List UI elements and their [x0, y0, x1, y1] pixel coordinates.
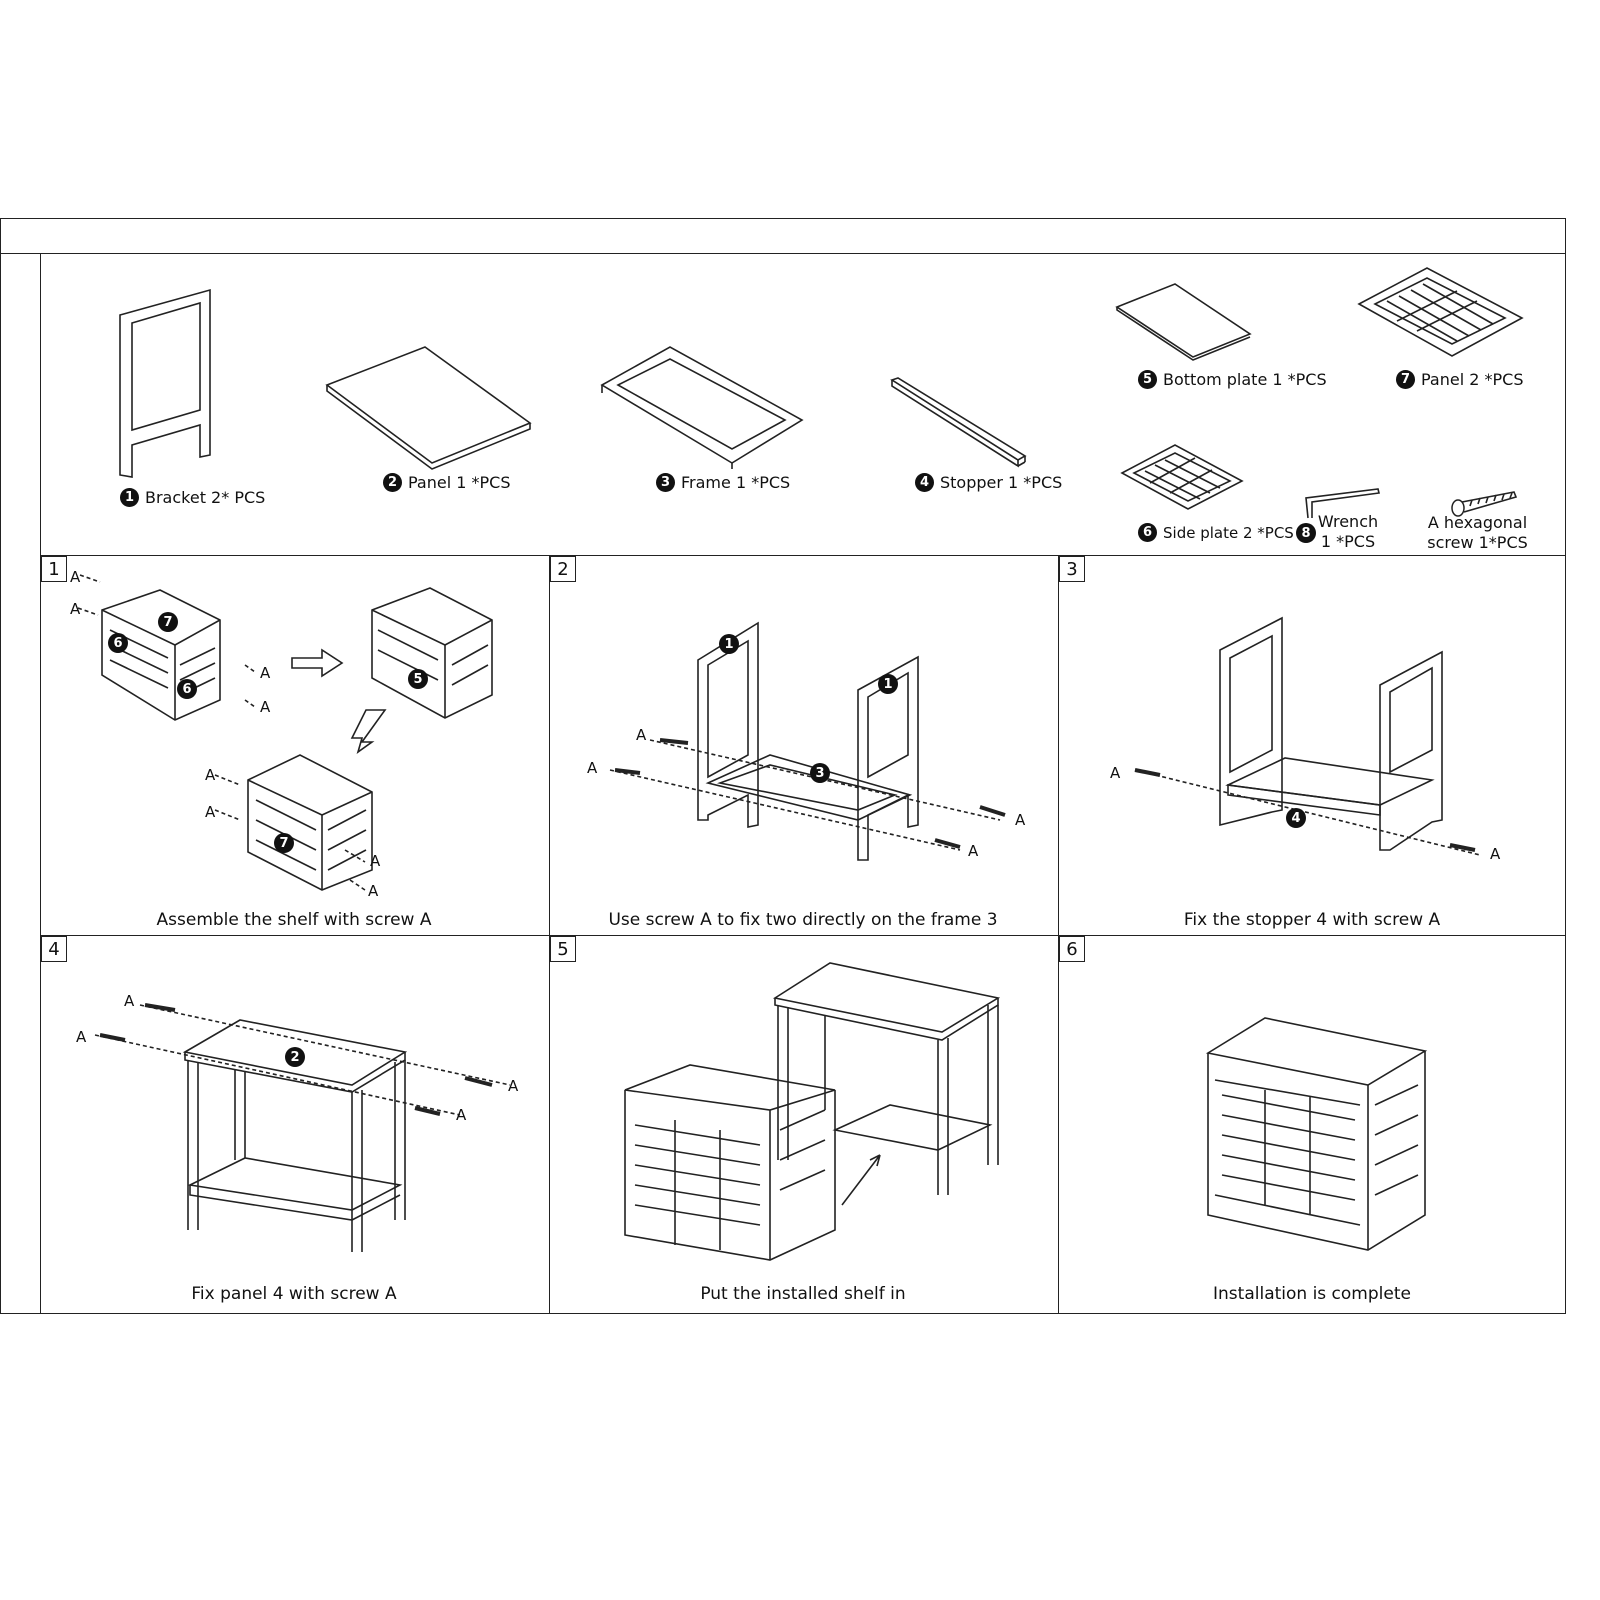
- screw-label: A: [260, 664, 271, 682]
- left-margin-divider: [40, 253, 41, 1314]
- screw-label: A: [124, 992, 135, 1010]
- part-panel-2: 7 Panel 2 *PCS: [1396, 370, 1524, 389]
- screw-label: A: [968, 842, 979, 860]
- step6-drawing: [1205, 1017, 1428, 1251]
- screw-label: A: [587, 759, 598, 777]
- step-caption: Fix panel 4 with screw A: [191, 1284, 397, 1304]
- column-divider: [549, 555, 550, 1314]
- part-number-badge: 4: [1286, 808, 1306, 828]
- part-number-badge: 4: [915, 473, 934, 492]
- part-label: A hexagonal: [1427, 513, 1528, 532]
- part-number-badge: 1: [719, 634, 739, 654]
- part-side-plate: 6 Side plate 2 *PCS: [1138, 523, 1294, 542]
- part-stopper: 4 Stopper 1 *PCS: [915, 473, 1062, 492]
- part-bracket: 1 Bracket 2* PCS: [120, 488, 265, 507]
- screw-label: A: [456, 1106, 467, 1124]
- column-divider: [1058, 555, 1059, 1314]
- part-label: Side plate 2 *PCS: [1163, 523, 1294, 542]
- part-number-badge: 7: [1396, 370, 1415, 389]
- step-number: 3: [1059, 556, 1085, 582]
- screw-label: A: [205, 766, 216, 784]
- step-caption: Assemble the shelf with screw A: [156, 910, 432, 930]
- step-number: 2: [550, 556, 576, 582]
- screw-label: A: [70, 568, 81, 586]
- part-number-badge: 2: [383, 473, 402, 492]
- step2-drawing: [609, 621, 1006, 861]
- part-label: Wrench: [1317, 512, 1379, 531]
- screw-label: A: [636, 726, 647, 744]
- part-number-badge: 7: [274, 833, 294, 853]
- step-caption: Fix the stopper 4 with screw A: [1183, 910, 1441, 930]
- part-label: Panel 2 *PCS: [1421, 370, 1524, 389]
- part-number-badge: 3: [810, 763, 830, 783]
- screw-label: A: [508, 1077, 519, 1095]
- screw-label: A: [205, 803, 216, 821]
- screw-label: A: [76, 1028, 87, 1046]
- part-number-badge: 2: [285, 1047, 305, 1067]
- part-number-badge: 1: [120, 488, 139, 507]
- step4-drawing: [94, 1003, 511, 1252]
- part-number-badge: 5: [1138, 370, 1157, 389]
- screw-label: A: [260, 698, 271, 716]
- part-panel: 2 Panel 1 *PCS: [383, 473, 511, 492]
- step-number: 4: [41, 936, 67, 962]
- screw-label: A: [370, 852, 381, 870]
- part-frame: 3 Frame 1 *PCS: [656, 473, 790, 492]
- bottom-plate-drawing: [1115, 283, 1252, 361]
- part-bottom-plate: 5 Bottom plate 1 *PCS: [1138, 370, 1327, 389]
- part-number-badge: 1: [878, 674, 898, 694]
- header-divider: [0, 253, 1566, 254]
- part-label: Frame 1 *PCS: [681, 473, 791, 492]
- part-number-badge: 3: [656, 473, 675, 492]
- screw-label: A: [1490, 845, 1501, 863]
- part-number-badge: 5: [408, 669, 428, 689]
- screw-label: A: [368, 882, 379, 900]
- step-number: 6: [1059, 936, 1085, 962]
- step-caption: Put the installed shelf in: [700, 1284, 906, 1304]
- step-caption: Use screw A to fix two directly on the f…: [608, 910, 998, 930]
- part-label: Panel 1 *PCS: [408, 473, 511, 492]
- step1-drawing: [77, 574, 493, 891]
- part-number-badge: 6: [1138, 523, 1157, 542]
- stopper-drawing: [890, 377, 1027, 468]
- step5-drawing: [624, 962, 1001, 1261]
- step3-drawing: [1134, 616, 1481, 856]
- part-number-badge: 7: [158, 612, 178, 632]
- step-number: 1: [41, 556, 67, 582]
- panel2-drawing: [1357, 267, 1524, 357]
- part-label: screw 1*PCS: [1427, 533, 1528, 552]
- hexagonal-screw-icon: [1451, 491, 1518, 517]
- screw-label: A: [70, 600, 81, 618]
- part-label: Bottom plate 1 *PCS: [1163, 370, 1327, 389]
- part-number-badge: 8: [1296, 523, 1316, 543]
- side-plate-drawing: [1120, 444, 1244, 510]
- part-label: 1 *PCS: [1320, 532, 1376, 551]
- part-label: Stopper 1 *PCS: [940, 473, 1063, 492]
- step-caption: Installation is complete: [1213, 1284, 1411, 1304]
- step-number: 5: [550, 936, 576, 962]
- part-number-badge: 6: [177, 679, 197, 699]
- screw-label: A: [1015, 811, 1026, 829]
- panel-drawing: [325, 346, 532, 470]
- part-number-badge: 6: [108, 633, 128, 653]
- bracket-drawing: [119, 288, 211, 478]
- wrench-icon: [1305, 488, 1380, 519]
- instruction-sheet: [0, 218, 1566, 1314]
- row-divider: [40, 935, 1566, 936]
- parts-divider: [40, 555, 1566, 556]
- frame-drawing: [600, 346, 804, 469]
- part-label: Bracket 2* PCS: [145, 488, 266, 507]
- screw-label: A: [1110, 764, 1121, 782]
